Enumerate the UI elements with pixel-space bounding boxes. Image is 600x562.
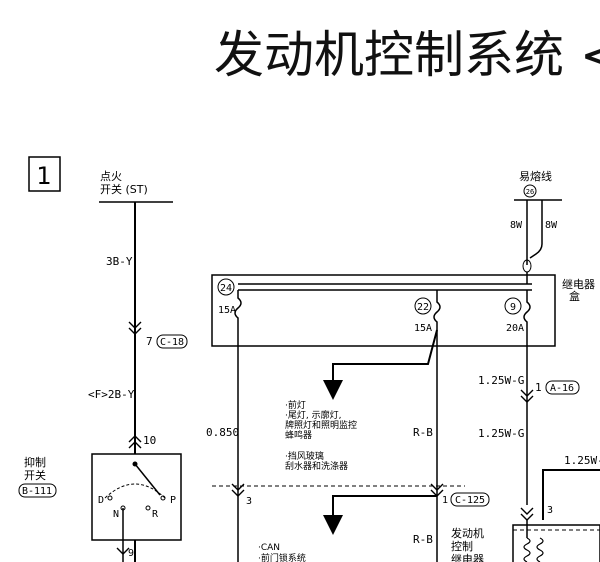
fusible-label: 易熔线 bbox=[519, 169, 552, 183]
inhibitor-contact bbox=[134, 463, 161, 496]
b111-box bbox=[18, 483, 57, 498]
connector-c18-chevron bbox=[128, 321, 142, 335]
c18-label: C-18 bbox=[160, 337, 184, 348]
note-can: ·CAN bbox=[258, 543, 280, 553]
fusible-8w-left: 8W bbox=[510, 220, 523, 231]
pin10-label: 10 bbox=[143, 434, 156, 447]
fuse-9-number: 9 bbox=[510, 302, 516, 313]
wire-g-mid: 1.25W-G bbox=[478, 427, 524, 440]
pos-p-dot bbox=[160, 495, 166, 501]
connector-a16-chevron bbox=[520, 389, 534, 403]
fusible-number: 26 bbox=[526, 188, 534, 196]
wire-ign-out: 3B-Y bbox=[106, 255, 133, 268]
c125-box bbox=[450, 492, 490, 507]
wire-rb-top: R-B bbox=[413, 426, 433, 439]
c18-pin: 7 bbox=[146, 335, 153, 348]
wire-rb-bottom: R-B bbox=[413, 533, 433, 546]
connector-pin10-chevron bbox=[128, 435, 142, 449]
b111-label: B-111 bbox=[22, 486, 52, 497]
fusible-number-circle bbox=[523, 184, 537, 198]
note-buzzer: 蜂鸣器 bbox=[285, 429, 312, 441]
note-headlight: ·前灯 bbox=[285, 399, 306, 411]
pos-r-dot bbox=[145, 505, 151, 511]
branch-arrow-top bbox=[323, 329, 438, 400]
inhibitor-label-2: 开关 bbox=[24, 468, 46, 482]
engine-relay-box bbox=[512, 524, 600, 562]
pin3-left-label: 3 bbox=[246, 496, 252, 507]
relay-box-label-2: 盒 bbox=[569, 289, 580, 303]
c125-label: C-125 bbox=[455, 495, 485, 506]
pos-r: R bbox=[152, 509, 159, 520]
engine-relay-label-3: 继电器 bbox=[451, 553, 484, 562]
note-wiper: 刮水器和洗涤器 bbox=[285, 460, 348, 472]
wire-g-right: 1.25W-G bbox=[564, 454, 600, 467]
c125-pin: 1 bbox=[442, 495, 448, 506]
pin9-label: 9 bbox=[128, 548, 134, 559]
note-license: 牌照灯和照明监控 bbox=[285, 419, 357, 431]
connector-pin3-right-chevron bbox=[520, 507, 534, 521]
section-number: 1 bbox=[36, 162, 51, 190]
relay-box bbox=[211, 274, 556, 347]
a16-label: A-16 bbox=[550, 383, 574, 394]
fuse-9-wire bbox=[523, 290, 531, 505]
pos-d: D bbox=[98, 495, 104, 506]
fuse-9-amps: 20A bbox=[506, 323, 524, 334]
connector-c125-chevron bbox=[430, 483, 444, 497]
relay-box-label-1: 继电器 bbox=[562, 278, 595, 291]
pos-n: N bbox=[113, 509, 119, 520]
fuse-9-circle bbox=[504, 297, 522, 315]
fuse-22-wire bbox=[433, 290, 441, 562]
engine-relay-label-1: 发动机 bbox=[451, 526, 484, 540]
fusible-wire-right bbox=[529, 200, 543, 259]
fuse-24-wire bbox=[234, 290, 242, 562]
a16-pin: 1 bbox=[535, 381, 542, 394]
engine-relay-coil-2 bbox=[536, 537, 544, 562]
fuse-24-number: 24 bbox=[220, 283, 232, 294]
wire-inhibitor-in: <F>2B-Y bbox=[88, 388, 135, 401]
fuse-22-circle bbox=[414, 297, 432, 315]
wire-left-main: 0.850 bbox=[206, 426, 239, 439]
a16-box bbox=[545, 380, 580, 395]
fuse-24-circle bbox=[217, 278, 235, 296]
branch-arrow-bottom bbox=[323, 495, 437, 535]
engine-relay-label-2: 控制 bbox=[451, 539, 473, 553]
note-windshield: ·挡风玻璃 bbox=[285, 450, 324, 462]
inhibitor-switch-box bbox=[91, 453, 182, 541]
inhibitor-label-1: 抑制 bbox=[24, 455, 46, 469]
note-taillight: ·尾灯, 示廓灯, bbox=[285, 409, 341, 421]
pos-p: P bbox=[170, 495, 176, 506]
section-number-box bbox=[28, 156, 61, 192]
ignition-label-2: 开关 (ST) bbox=[100, 182, 148, 196]
pin3-right-label: 3 bbox=[547, 505, 553, 516]
ignition-label-1: 点火 bbox=[100, 170, 122, 183]
note-door-lock: ·前门锁系统 bbox=[258, 552, 306, 562]
fuse-24-amps: 15A bbox=[218, 305, 236, 316]
fuse-22-amps: 15A bbox=[414, 323, 432, 334]
page-title: 发动机控制系统 < bbox=[214, 26, 600, 84]
connector-left-chevron bbox=[231, 483, 245, 497]
pos-d-dot bbox=[107, 495, 113, 501]
relay-feed-right bbox=[542, 469, 600, 520]
fuse-22-number: 22 bbox=[417, 302, 429, 313]
c18-box bbox=[156, 334, 188, 349]
wire-g-top: 1.25W-G bbox=[478, 374, 524, 387]
fusible-8w-right: 8W bbox=[545, 220, 558, 231]
engine-relay-coil-1 bbox=[523, 537, 531, 562]
